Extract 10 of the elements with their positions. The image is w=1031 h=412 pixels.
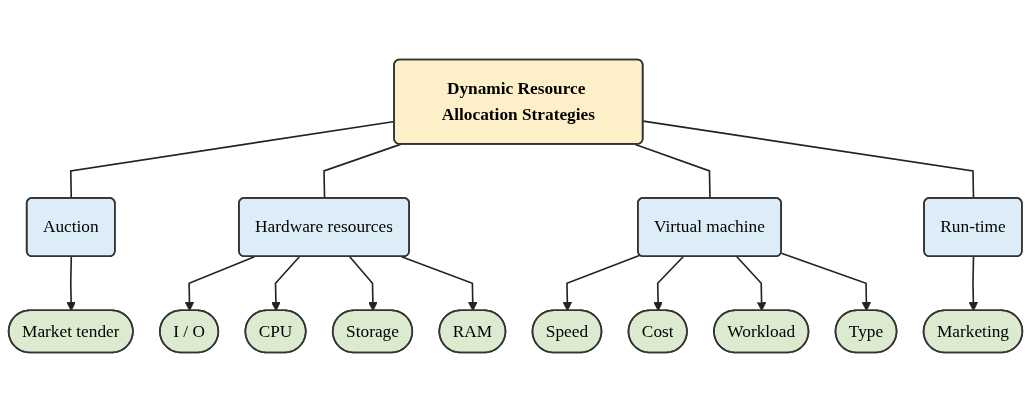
arrow (653, 256, 684, 312)
arrow (736, 256, 767, 312)
arrow (348, 256, 378, 312)
arrow (562, 254, 641, 312)
arrow (66, 256, 76, 312)
arrow (400, 256, 478, 312)
arrow (184, 256, 256, 312)
arrow (968, 256, 979, 312)
arrow (271, 256, 301, 312)
arrow (780, 252, 872, 312)
